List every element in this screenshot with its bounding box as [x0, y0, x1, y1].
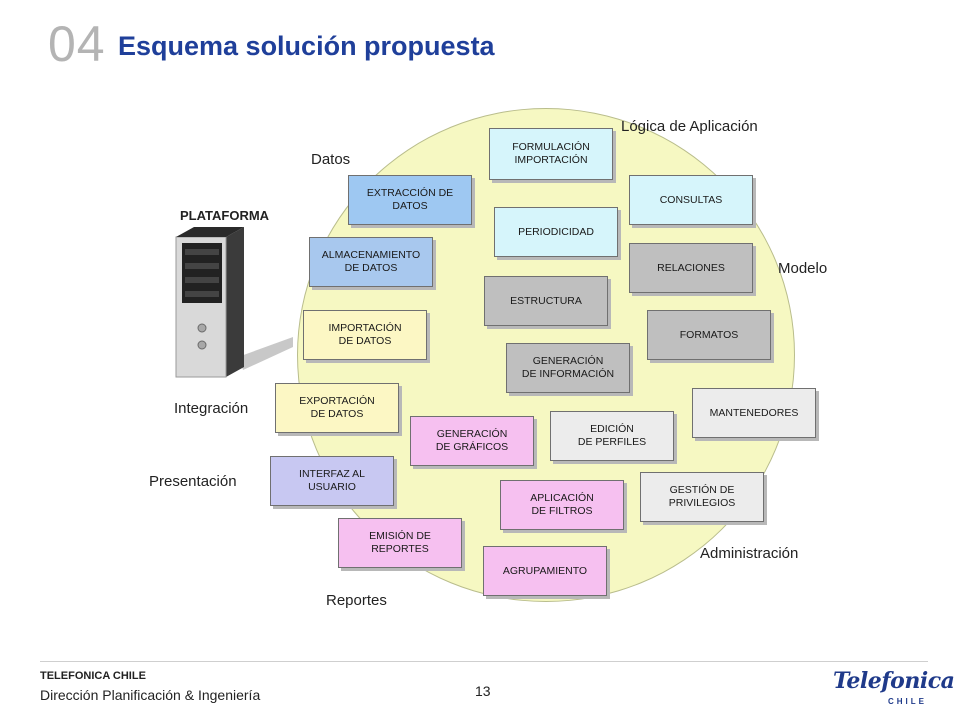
footer-organization: TELEFONICA CHILE [40, 670, 146, 682]
category-integracion: Integración [174, 400, 249, 417]
category-modelo: Modelo [778, 260, 828, 277]
page-number: 13 [475, 683, 491, 699]
box-importacion-datos: IMPORTACIÓN DE DATOS [303, 310, 427, 360]
category-presentacion: Presentación [149, 473, 237, 490]
box-consultas: CONSULTAS [629, 175, 753, 225]
category-reportes: Reportes [326, 592, 387, 609]
footer-department: Dirección Planificación & Ingeniería [40, 687, 261, 703]
box-generacion-informacion: GENERACIÓN DE INFORMACIÓN [506, 343, 630, 393]
slide-number: 04 [48, 16, 106, 72]
box-almacenamiento-datos: ALMACENAMIENTO DE DATOS [309, 237, 433, 287]
box-emision-reportes: EMISIÓN DE REPORTES [338, 518, 462, 568]
server-icon [175, 227, 293, 378]
telefonica-logo: Telefonica [833, 668, 955, 694]
category-logica: Lógica de Aplicación [621, 118, 758, 135]
box-formulacion-importacion: FORMULACIÓN IMPORTACIÓN [489, 128, 613, 180]
box-agrupamiento: AGRUPAMIENTO [483, 546, 607, 596]
slide-title: Esquema solución propuesta [118, 31, 495, 61]
box-mantenedores: MANTENEDORES [692, 388, 816, 438]
platform-label: PLATAFORMA [180, 208, 270, 223]
box-gestion-privilegios: GESTIÓN DE PRIVILEGIOS [640, 472, 764, 522]
box-interfaz-usuario: INTERFAZ AL USUARIO [270, 456, 394, 506]
telefonica-logo-country: CHILE [888, 697, 927, 706]
box-relaciones: RELACIONES [629, 243, 753, 293]
category-datos: Datos [311, 151, 351, 168]
box-extraccion-datos: EXTRACCIÓN DE DATOS [348, 175, 472, 225]
box-generacion-graficos: GENERACIÓN DE GRÁFICOS [410, 416, 534, 466]
box-aplicacion-filtros: APLICACIÓN DE FILTROS [500, 480, 624, 530]
category-administracion: Administración [700, 545, 799, 562]
box-estructura: ESTRUCTURA [484, 276, 608, 326]
box-formatos: FORMATOS [647, 310, 771, 360]
footer-divider [40, 661, 928, 662]
box-periodicidad: PERIODICIDAD [494, 207, 618, 257]
box-exportacion-datos: EXPORTACIÓN DE DATOS [275, 383, 399, 433]
box-edicion-perfiles: EDICIÓN DE PERFILES [550, 411, 674, 461]
